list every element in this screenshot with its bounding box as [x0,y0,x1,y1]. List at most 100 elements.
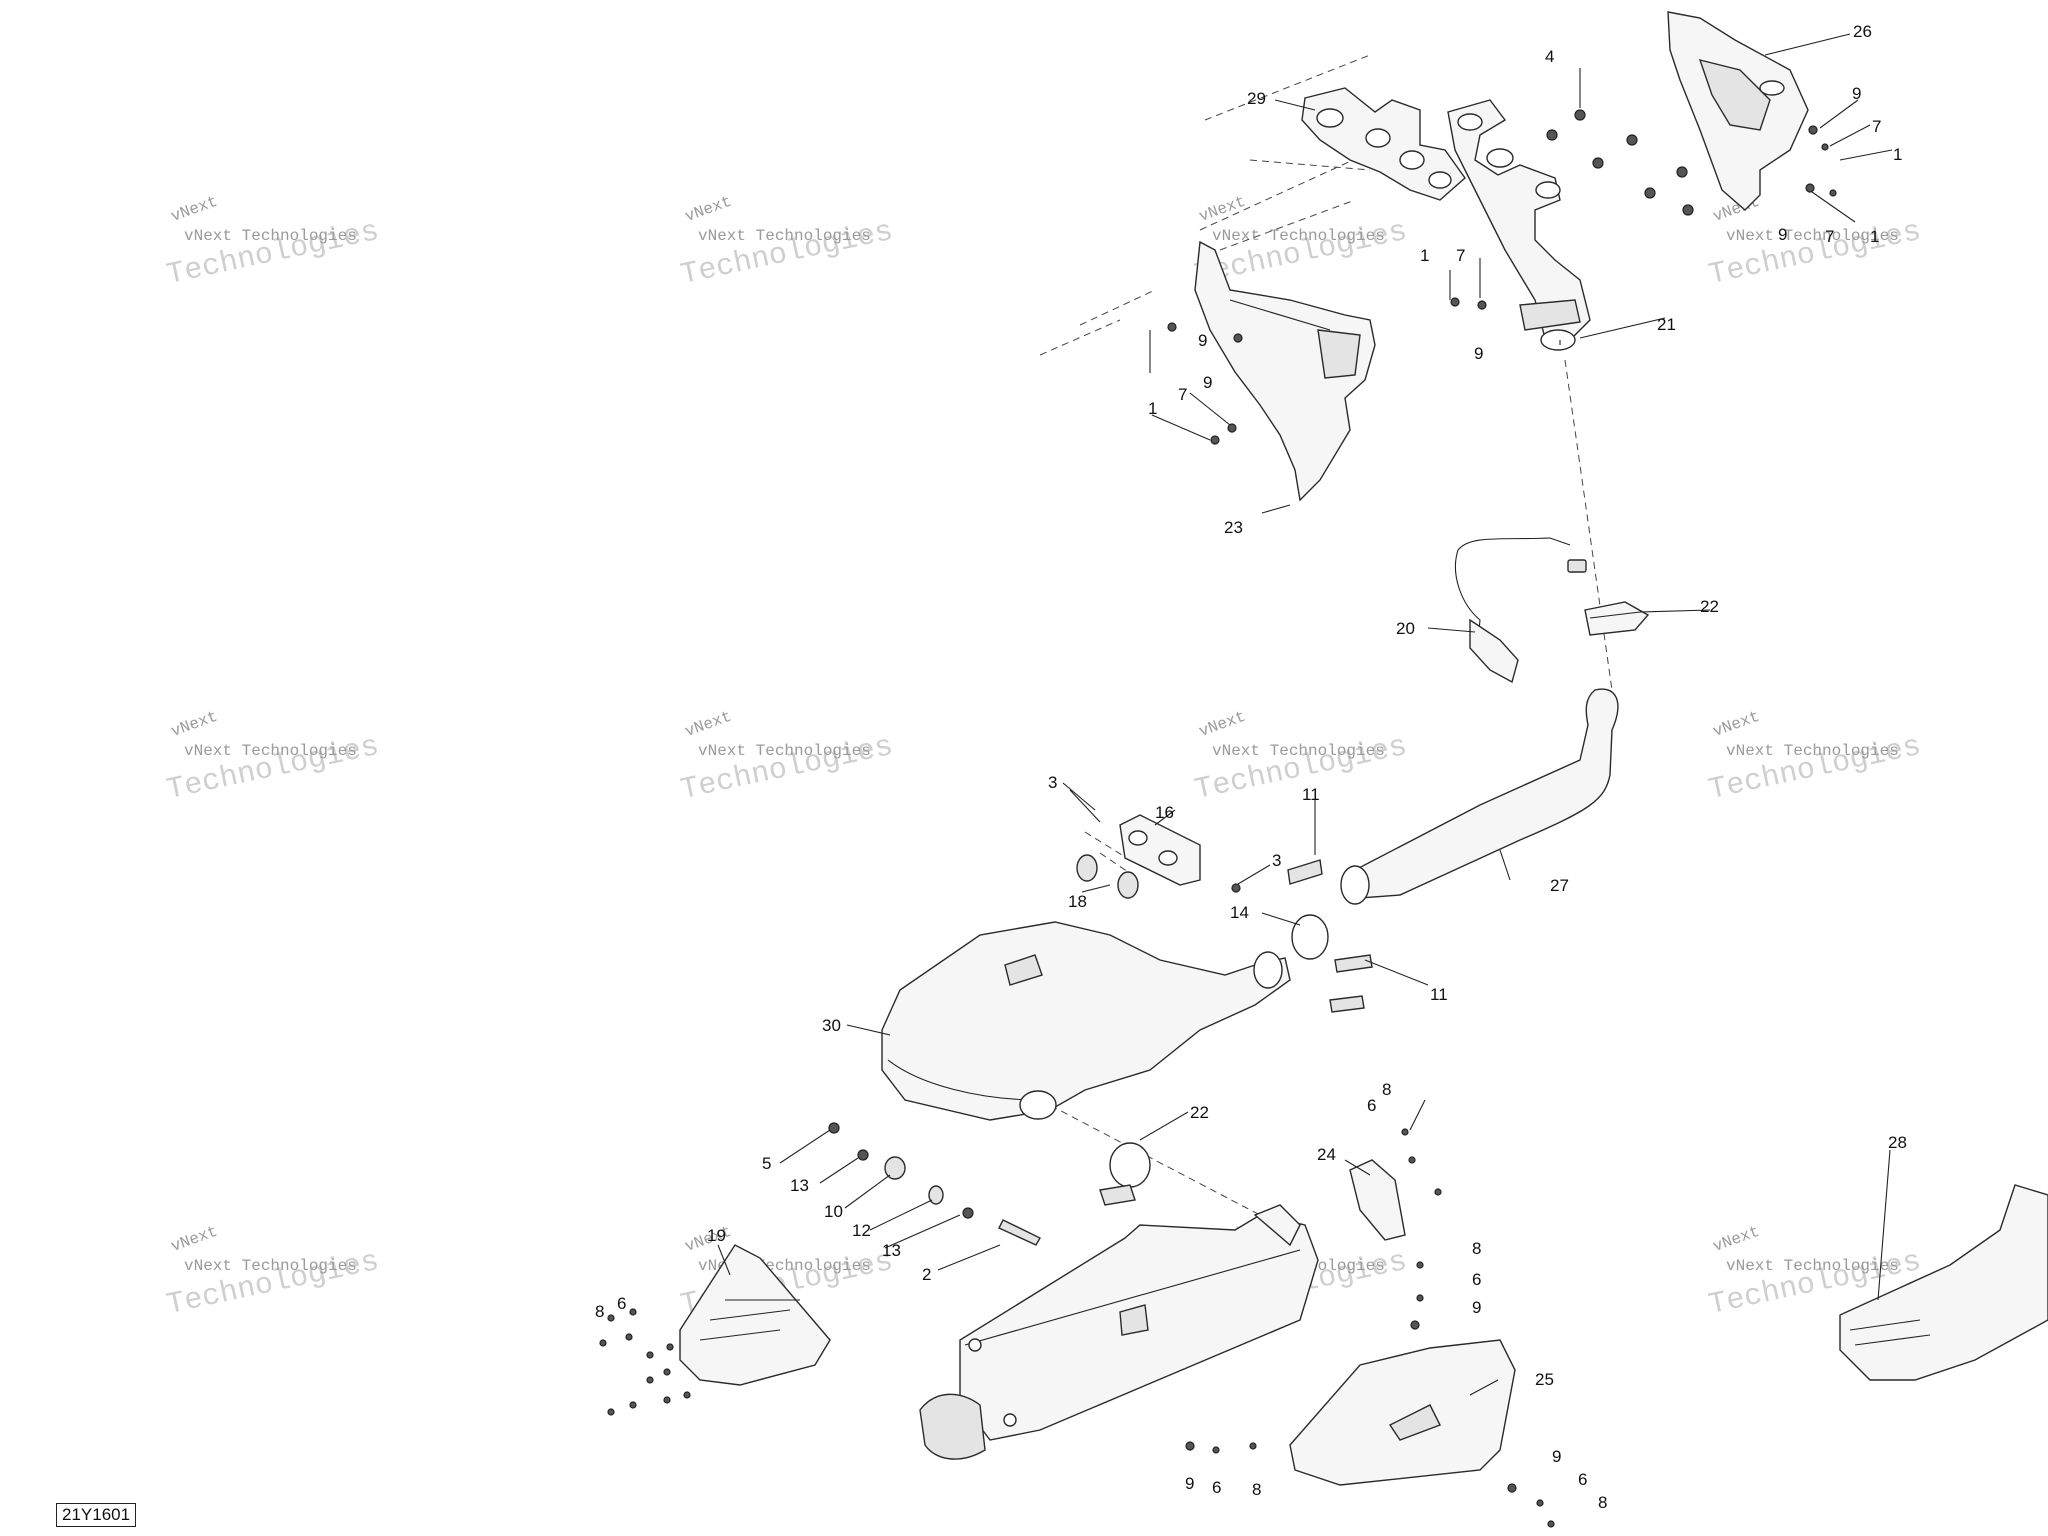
watermark-text: vNext Technologies [1212,227,1385,245]
watermark-vnext-text: vNext [169,1223,220,1256]
watermark-text: vNext Technologies [184,742,357,760]
callout-6: 6 [617,1294,626,1313]
callout-12: 12 [852,1221,871,1240]
part-30-catalytic-muffler [881,921,1291,1121]
part-23-lower-heat-shield [1194,240,1376,502]
watermark-text: vNext Technologies [698,227,871,245]
part-29-manifold-gasket [1301,87,1466,201]
watermark-vnext-text: vNext [169,193,220,226]
part-24-small-bracket [1349,1159,1406,1241]
callout-11: 11 [1430,985,1448,1004]
watermark: Technologies vNext vNext Technologies [164,1223,382,1323]
watermark: Technologies vNext vNext Technologies [678,708,896,808]
callout-9: 9 [1198,331,1207,350]
callout-9: 9 [1203,373,1212,392]
part-22-lower-clamp [1099,1142,1151,1206]
part-22-upper-clamp [1584,601,1650,636]
watermark-text: vNext Technologies [1726,1257,1899,1275]
callout-6: 6 [1472,1270,1481,1289]
part-14-gasket-ring [1291,914,1329,960]
callout-1: 1 [1420,246,1429,265]
callout-1: 1 [1870,227,1879,246]
watermark-vnext-text: vNext [1197,193,1248,226]
watermark-vnext-text: vNext [169,708,220,741]
callout-21: 21 [1657,315,1676,334]
callout-27: 27 [1550,876,1569,895]
callout-16: 16 [1155,803,1174,822]
watermark: Technologies vNext vNext Technologies [164,708,382,808]
callout-9: 9 [1778,225,1787,244]
callout-1: 1 [1893,145,1902,164]
callout-7: 7 [1872,117,1881,136]
callout-7: 7 [1456,246,1465,265]
part-16-mount-bracket [1119,814,1201,886]
watermark-text: vNext Technologies [184,1257,357,1275]
watermark: Technologies vNext vNext Technologies [1706,193,1924,293]
callout-22: 22 [1190,1103,1209,1122]
callout-22: 22 [1700,597,1719,616]
part-26-upper-heat-shield [1667,11,1809,211]
callout-9: 9 [1185,1474,1194,1493]
callout-28: 28 [1888,1133,1907,1152]
part-27-exhaust-pipe [1340,688,1619,905]
callout-9: 9 [1852,84,1861,103]
callout-29: 29 [1247,89,1266,108]
callout-13: 13 [882,1241,901,1260]
callout-9: 9 [1474,344,1483,363]
callout-9: 9 [1472,1298,1481,1317]
callout-9: 9 [1552,1447,1561,1466]
callout-23: 23 [1224,518,1243,537]
callout-18: 18 [1068,892,1087,911]
callout-7: 7 [1178,385,1187,404]
part-28-end-cap-assembly [1839,1184,2048,1381]
callout-8: 8 [1598,1493,1607,1512]
watermark-text: vNext Technologies [1726,742,1899,760]
callout-8: 8 [595,1302,604,1321]
watermark-vnext-text: vNext [683,708,734,741]
callout-8: 8 [1252,1480,1261,1499]
watermark: Technologies vNext vNext Technologies [164,193,382,293]
part-19-end-cap [679,1244,831,1386]
main-muffler [919,1204,1319,1460]
part-20-oxygen-sensor [1454,537,1587,684]
watermark-vnext-text: vNext [1197,708,1248,741]
callout-8: 8 [1382,1080,1391,1099]
watermark: Technologies vNext vNext Technologies [1192,708,1410,808]
watermark: Technologies vNext vNext Technologies [1706,708,1924,808]
callout-3: 3 [1048,773,1057,792]
hardware [599,109,1837,1528]
callout-labels: 29 4 26 9 7 1 9 7 1 1 7 9 21 9 9 7 1 23 … [595,22,1907,1512]
leader-lines [717,33,1893,1396]
callout-8: 8 [1472,1239,1481,1258]
watermark-vnext-text: vNext [1711,1223,1762,1256]
callout-2: 2 [922,1265,931,1284]
callout-25: 25 [1535,1370,1554,1389]
callout-6: 6 [1578,1470,1587,1489]
callout-5: 5 [762,1154,771,1173]
part-11-springs [1287,859,1373,1013]
watermark-vnext-text: vNext [1711,708,1762,741]
callout-14: 14 [1230,903,1249,922]
callout-26: 26 [1853,22,1872,41]
watermark-vnext-text: vNext [683,193,734,226]
callout-1: 1 [1148,399,1157,418]
callout-6: 6 [1367,1096,1376,1115]
callout-10: 10 [824,1202,843,1221]
part-18-grommets [1076,854,1139,899]
watermark: Technologies vNext vNext Technologies [678,193,896,293]
callout-13: 13 [790,1176,809,1195]
watermark-text: vNext Technologies [184,227,357,245]
callout-24: 24 [1317,1145,1336,1164]
callout-4: 4 [1545,47,1554,66]
part-21-exhaust-manifold [1447,99,1591,351]
watermark-text: vNext Technologies [1212,742,1385,760]
callout-6: 6 [1212,1478,1221,1497]
assembly-lines [1039,54,1613,1216]
callout-7: 7 [1825,227,1834,246]
watermark-text: vNext Technologies [1726,227,1899,245]
callout-20: 20 [1396,619,1415,638]
callout-30: 30 [822,1016,841,1035]
callout-3: 3 [1272,851,1281,870]
watermark-text: vNext Technologies [698,742,871,760]
